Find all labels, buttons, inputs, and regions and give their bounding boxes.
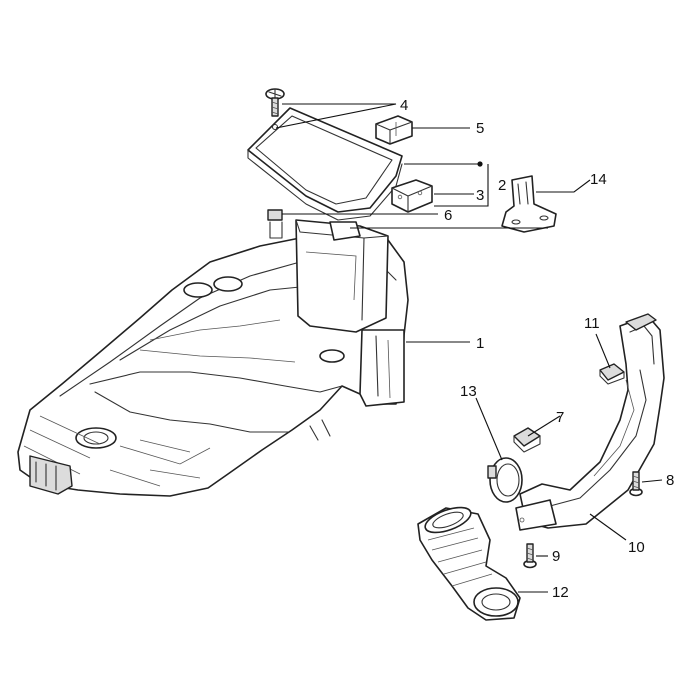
callout-3: 3	[476, 187, 484, 204]
underseat-compartment	[17, 219, 409, 497]
callout-6: 6	[444, 207, 452, 224]
screw-9	[523, 543, 537, 569]
callout-labels: 1 2 3 4 5 6 7 8 9 10 11 12 13 14	[400, 97, 674, 601]
clip-11	[599, 363, 625, 385]
callout-11: 11	[584, 315, 600, 332]
callout-7: 7	[556, 409, 564, 426]
intake-duct-10	[515, 313, 665, 531]
screw-8	[629, 471, 643, 497]
callout-4: 4	[400, 97, 408, 114]
callout-13: 13	[460, 383, 477, 400]
bracket-14	[501, 175, 557, 233]
callout-8: 8	[666, 472, 674, 489]
screw-4	[265, 88, 285, 131]
rubber-block-5	[375, 115, 413, 145]
clip-6	[267, 209, 361, 241]
leader-lines	[275, 103, 663, 593]
hose-clamp-13	[487, 457, 523, 503]
callout-10: 10	[628, 539, 645, 556]
callout-12: 12	[552, 584, 569, 601]
callout-14: 14	[590, 171, 607, 188]
callout-1: 1	[476, 335, 484, 352]
corrugated-hose-12	[417, 506, 521, 621]
rubber-block-3	[391, 179, 433, 213]
callout-9: 9	[552, 548, 560, 565]
clip-7	[513, 427, 541, 453]
callout-2: 2	[498, 177, 506, 194]
callout-5: 5	[476, 120, 484, 137]
